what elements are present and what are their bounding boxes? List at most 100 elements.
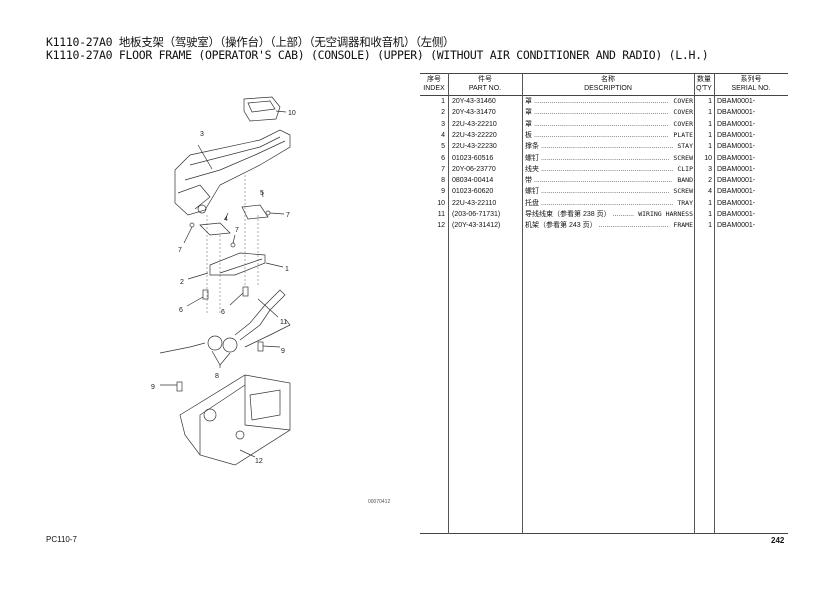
row-index: 3	[441, 120, 445, 128]
row-qty: 1	[708, 109, 712, 117]
row-serial: DBAM0001-	[717, 120, 756, 128]
row-serial: DBAM0001-	[717, 143, 756, 151]
table-row: 3 22U-43-22210 罩..........................…	[420, 119, 788, 130]
callout-7: 7	[178, 247, 182, 254]
row-description: 带.......................................…	[525, 175, 693, 186]
row-serial: DBAM0001-	[717, 177, 756, 185]
tray-part-drawing	[243, 96, 287, 122]
row-desc-cn: 线夹	[525, 165, 539, 173]
row-serial: DBAM0001-	[717, 222, 756, 230]
row-serial: DBAM0001-	[717, 211, 756, 218]
header-description: 名称 DESCRIPTION	[522, 75, 694, 93]
leader-dots: ........................................…	[541, 143, 674, 151]
leader-dots: ........................................…	[534, 177, 673, 185]
callout-11: 11	[280, 319, 287, 326]
row-index: 12	[437, 222, 445, 230]
row-description: 螺钉......................................…	[525, 186, 693, 197]
row-description: 罩.......................................…	[525, 119, 693, 130]
console-cover-drawing	[174, 129, 291, 216]
row-index: 8	[441, 177, 445, 185]
leader-dots: ........................................…	[534, 109, 669, 117]
row-part-number: 20Y-43-31470	[452, 109, 496, 117]
model-label: PC110-7	[46, 535, 77, 544]
row-qty: 3	[708, 165, 712, 173]
row-desc-en: COVER	[673, 97, 693, 105]
row-desc-cn: 螺钉	[525, 188, 539, 196]
row-qty: 4	[708, 188, 712, 196]
table-row: 2 20Y-43-31470 罩..........................…	[420, 107, 788, 118]
row-serial: DBAM0001-	[717, 131, 756, 139]
row-serial: DBAM0001-	[717, 199, 756, 207]
row-index: 2	[441, 109, 445, 117]
row-part-number: 01023-60620	[452, 188, 494, 196]
row-part-number: (203-06-71731)	[452, 211, 501, 218]
row-qty: 1	[708, 211, 712, 218]
header-serial: 系列号 SERIAL NO.	[714, 75, 788, 93]
page-number: 242	[771, 536, 785, 545]
row-desc-en: CLIP	[677, 164, 693, 173]
column-divider	[522, 73, 523, 534]
row-part-number: 22U-43-22210	[452, 120, 497, 128]
row-desc-cn: 托盘	[525, 199, 539, 207]
row-index: 10	[437, 199, 445, 207]
row-description: 机架（参看第 243 页）...........................…	[525, 220, 693, 231]
row-serial: DBAM0001-	[717, 188, 756, 196]
row-desc-cn: 导线线束（参看第 238 页）	[525, 211, 611, 218]
callout-1: 1	[285, 266, 289, 273]
callout-7: 7	[235, 227, 239, 234]
header-index: 序号 INDEX	[420, 75, 448, 93]
column-divider	[694, 73, 695, 534]
table-row: 12 (20Y-43-31412) 机架（参看第 243 页）...........…	[420, 220, 788, 231]
title-chinese: K1110-27A0 地板支架（驾驶室）（操作台）（上部）（无空调器和收音机）（…	[46, 35, 455, 49]
callout-8: 8	[215, 373, 219, 380]
callout-6: 6	[179, 307, 183, 314]
row-index: 4	[441, 131, 445, 139]
leader-dots: ........................................…	[534, 131, 669, 139]
row-qty: 2	[708, 177, 712, 185]
leader-dots: ........................................…	[541, 199, 674, 207]
title-english: K1110-27A0 FLOOR FRAME (OPERATOR'S CAB) …	[46, 48, 709, 62]
row-desc-en: FRAME	[673, 221, 693, 230]
header-serial-cn: 系列号	[740, 76, 762, 83]
table-top-border	[420, 73, 788, 74]
header-qty: 数量 Q'TY	[694, 75, 714, 93]
row-desc-en: WIRING HARNESS	[638, 210, 693, 218]
row-serial: DBAM0001-	[717, 109, 756, 117]
row-serial: DBAM0001-	[717, 98, 756, 105]
row-index: 6	[441, 154, 445, 162]
row-desc-en: BAND	[677, 176, 693, 185]
row-qty: 1	[708, 131, 712, 139]
row-description: 托盘......................................…	[525, 198, 693, 209]
row-qty: 1	[708, 120, 712, 128]
callout-9: 9	[151, 384, 155, 391]
row-part-number: (20Y-43-31412)	[452, 222, 501, 230]
row-index: 11	[437, 211, 445, 218]
leader-dots: ........................................…	[541, 154, 670, 162]
callout-3: 3	[200, 131, 204, 138]
callout-4: 4	[224, 216, 228, 223]
header-index-cn: 序号	[427, 76, 441, 83]
header-desc-cn: 名称	[601, 76, 615, 83]
row-part-number: 20Y-43-31460	[452, 98, 496, 105]
base-frame-drawing	[179, 374, 291, 466]
header-divider	[420, 95, 788, 96]
leader-dots: ....................................	[598, 222, 669, 230]
row-serial: DBAM0001-	[717, 165, 756, 173]
row-qty: 1	[708, 199, 712, 207]
row-description: 螺钉......................................…	[525, 153, 693, 164]
callout-7: 7	[286, 212, 290, 219]
row-part-number: 22U-43-22230	[452, 143, 497, 151]
row-index: 7	[441, 165, 445, 173]
header-serial-en: SERIAL NO.	[731, 85, 771, 92]
row-description: 罩.......................................…	[525, 107, 693, 118]
row-part-number: 22U-43-22220	[452, 131, 497, 139]
row-desc-cn: 罩	[525, 109, 532, 117]
callout-12: 12	[255, 458, 263, 465]
row-desc-en: COVER	[673, 119, 693, 128]
